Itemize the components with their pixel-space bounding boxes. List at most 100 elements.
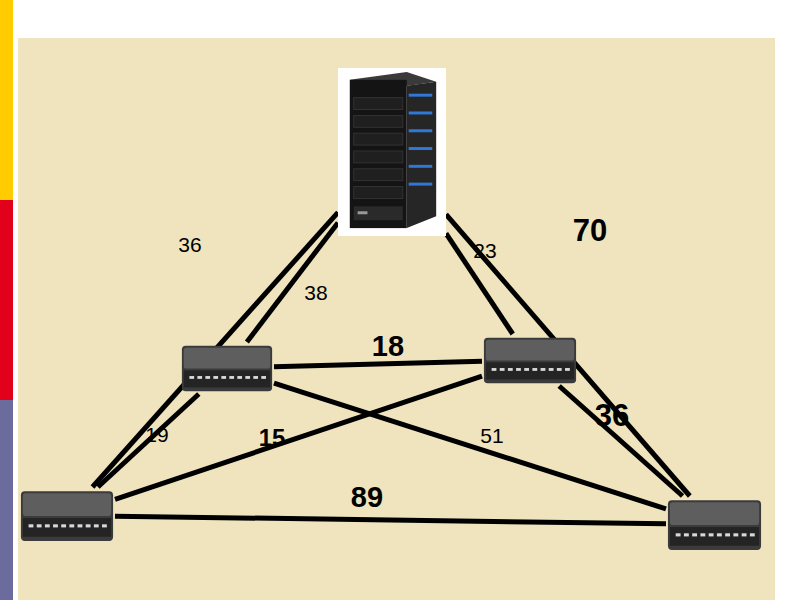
port-light [69,524,74,527]
port-light [516,368,521,371]
weight-label: 18 [372,332,404,361]
port-light [733,533,738,536]
port-light [709,533,714,536]
accent-bar [0,200,13,400]
link-line [98,394,199,487]
router-body [484,338,576,383]
port-light [261,376,266,379]
weight-label: 19 [145,424,168,445]
link-line [274,383,666,509]
router-top [23,493,111,516]
router-icon [19,487,115,544]
panel-background [18,38,775,600]
status-light [409,111,433,114]
port-light [717,533,722,536]
router-front [23,518,111,537]
status-light [409,147,433,150]
link-line [115,516,666,524]
weight-label: 70 [573,215,607,246]
port-light [557,368,562,371]
port-light [213,376,218,379]
router-front [184,370,270,387]
port-light [102,524,107,527]
port-light [684,533,689,536]
router-top [670,502,759,525]
link-line [446,214,690,496]
accent-bar [0,400,13,600]
link-line [247,223,338,342]
weight-label: 23 [473,240,496,261]
port-light [29,524,34,527]
server-icon [338,68,446,236]
router-icon [666,496,763,553]
port-light [37,524,42,527]
port-light [205,376,210,379]
port-light [532,368,537,371]
port-light [245,376,250,379]
link-line [115,376,482,499]
node-shape [19,487,115,544]
node-shape [482,334,578,386]
port-light [61,524,66,527]
server-side [407,82,436,228]
port-light [492,368,497,371]
drive-bay [354,133,403,145]
port-light [45,524,50,527]
drive-bay [354,115,403,127]
port-light [750,533,755,536]
server-base [354,206,403,220]
status-light [409,183,433,186]
link-line [559,386,682,496]
drive-bay [354,169,403,181]
port-light [541,368,546,371]
port-light [229,376,234,379]
router-front [670,527,759,546]
router-top [486,340,574,361]
port-light [189,376,194,379]
weight-label: 36 [595,400,629,431]
port-light [53,524,58,527]
port-light [78,524,83,527]
weight-label: 51 [480,425,503,446]
port-light [86,524,91,527]
weight-label: 36 [178,234,201,255]
router-body [21,491,113,541]
router-icon [482,334,578,386]
port-light [508,368,513,371]
weight-label: 89 [351,483,383,512]
server-front [350,80,407,228]
link-line [274,361,482,366]
router-icon [180,342,274,394]
port-light [221,376,226,379]
drive-bay [354,187,403,199]
port-light [500,368,505,371]
port-light [742,533,747,536]
port-light [253,376,258,379]
node-shape [666,496,763,553]
weight-label: 38 [304,282,327,303]
link-line [92,212,338,487]
status-light [409,165,433,168]
node-shape [338,68,446,236]
icon-background [338,68,446,236]
router-top [184,348,270,369]
port-light [700,533,705,536]
node-shape [180,342,274,394]
power-button [358,211,368,214]
router-body [668,500,761,550]
port-light [676,533,681,536]
status-light [409,129,433,132]
port-light [725,533,730,536]
accent-bar [0,0,13,200]
port-light [549,368,554,371]
port-light [237,376,242,379]
drive-bay [354,151,403,163]
port-light [197,376,202,379]
port-light [94,524,99,527]
router-body [182,346,272,391]
weight-label: 15 [259,426,286,450]
